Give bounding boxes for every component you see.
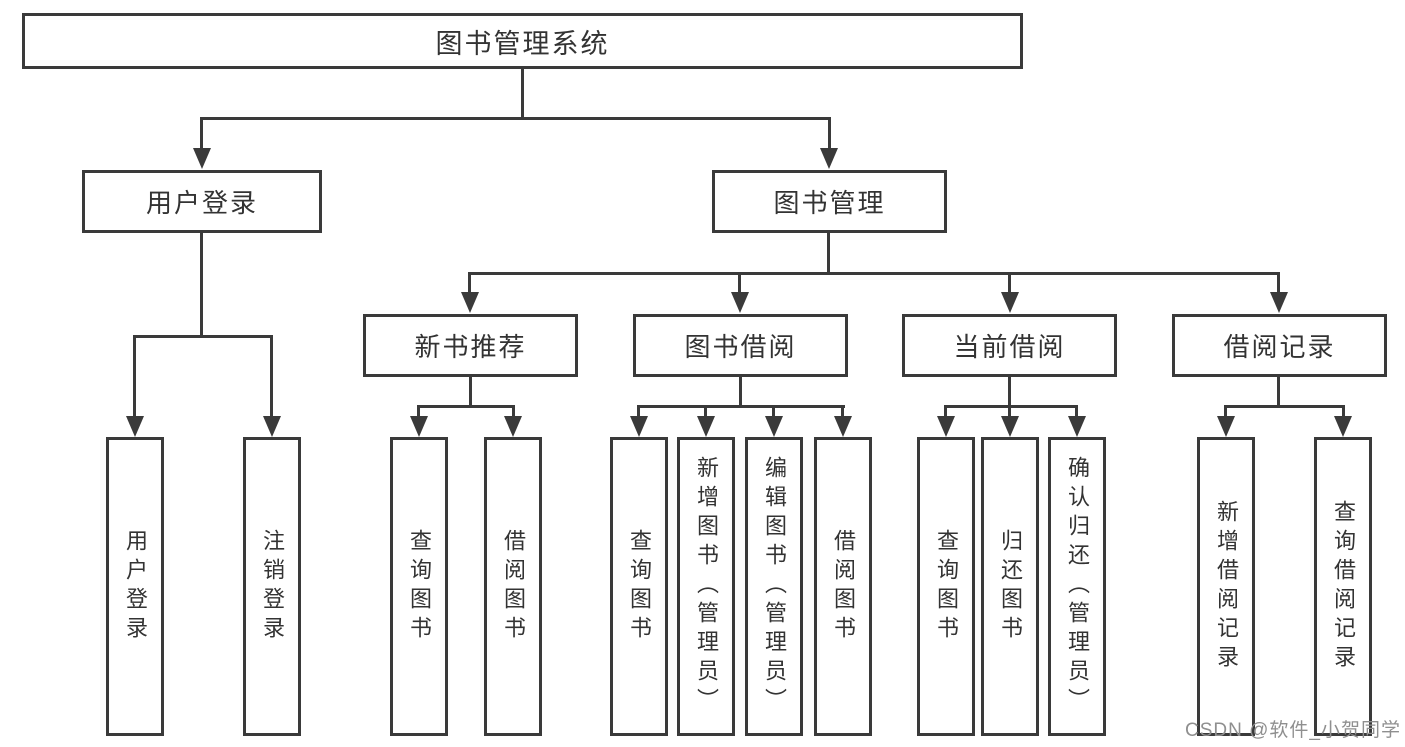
connector-rec-bar: [417, 405, 515, 408]
arrow-down-icon: [937, 416, 955, 437]
arrow-down-icon: [504, 416, 522, 437]
arrow-down-icon: [765, 416, 783, 437]
leaf-user-login: 用户登录: [106, 437, 164, 736]
connector-user-login-bar: [133, 335, 273, 338]
leaf-bb-borrow-book: 借阅图书: [814, 437, 872, 736]
arrow-down-icon: [193, 148, 211, 169]
node-current-borrowing: 当前借阅: [902, 314, 1117, 377]
connector-drop-cb-confirm: [1075, 405, 1078, 417]
connector-bb-bar: [637, 405, 845, 408]
connector-drop-book-borrow: [738, 272, 741, 293]
arrow-down-icon: [834, 416, 852, 437]
leaf-bb-query-book: 查询图书: [610, 437, 668, 736]
connector-book-mgmt-bar: [468, 272, 1280, 275]
connector-user-login-stem: [200, 233, 203, 338]
arrow-down-icon: [126, 416, 144, 437]
leaf-logout: 注销登录: [243, 437, 301, 736]
node-library-management-system: 图书管理系统: [22, 13, 1023, 69]
arrow-down-icon: [461, 292, 479, 313]
connector-br-bar: [1224, 405, 1345, 408]
connector-cb-bar: [944, 405, 1078, 408]
arrow-down-icon: [820, 148, 838, 169]
connector-drop-cb-return: [1008, 405, 1011, 417]
leaf-rec-query-book: 查询图书: [390, 437, 448, 736]
node-book-borrowing: 图书借阅: [633, 314, 848, 377]
connector-rec-stem: [469, 377, 472, 408]
leaf-bb-edit-book-admin: 编辑图书（管理员）: [745, 437, 803, 736]
connector-drop-bb-query: [637, 405, 640, 417]
node-borrowing-records: 借阅记录: [1172, 314, 1387, 377]
connector-cb-stem: [1008, 377, 1011, 408]
leaf-bb-add-book-admin: 新增图书（管理员）: [677, 437, 735, 736]
connector-root-stem: [521, 69, 524, 119]
leaf-rec-borrow-book: 借阅图书: [484, 437, 542, 736]
csdn-watermark: CSDN @软件_小贺同学: [1185, 720, 1401, 741]
connector-drop-borrow-record: [1277, 272, 1280, 293]
connector-drop-br-query: [1342, 405, 1345, 417]
arrow-down-icon: [1001, 416, 1019, 437]
connector-drop-bb-add: [704, 405, 707, 417]
connector-br-stem: [1277, 377, 1280, 408]
leaf-br-add-record: 新增借阅记录: [1197, 437, 1255, 736]
arrow-down-icon: [1068, 416, 1086, 437]
connector-drop-leaf-user-login: [133, 335, 136, 417]
connector-drop-br-add: [1224, 405, 1227, 417]
arrow-down-icon: [1334, 416, 1352, 437]
arrow-down-icon: [731, 292, 749, 313]
leaf-br-query-record: 查询借阅记录: [1314, 437, 1372, 736]
node-new-book-recommendation: 新书推荐: [363, 314, 578, 377]
connector-book-mgmt-stem: [827, 233, 830, 275]
connector-root-bar: [201, 117, 831, 120]
connector-drop-user-login: [200, 117, 203, 149]
connector-drop-bb-borrow: [841, 405, 844, 417]
connector-drop-current-borrow: [1008, 272, 1011, 293]
connector-bb-stem: [739, 377, 742, 408]
connector-drop-cb-query: [944, 405, 947, 417]
arrow-down-icon: [630, 416, 648, 437]
connector-drop-rec-borrow: [512, 405, 515, 417]
connector-drop-rec-query: [417, 405, 420, 417]
node-user-login: 用户登录: [82, 170, 322, 233]
arrow-down-icon: [697, 416, 715, 437]
node-book-management: 图书管理: [712, 170, 947, 233]
connector-drop-leaf-logout: [270, 335, 273, 417]
arrow-down-icon: [263, 416, 281, 437]
connector-drop-bb-edit: [772, 405, 775, 417]
leaf-cb-confirm-return-admin: 确认归还（管理员）: [1048, 437, 1106, 736]
leaf-cb-return-book: 归还图书: [981, 437, 1039, 736]
connector-drop-book-mgmt: [828, 117, 831, 149]
arrow-down-icon: [1217, 416, 1235, 437]
connector-drop-new-book-rec: [468, 272, 471, 293]
arrow-down-icon: [410, 416, 428, 437]
arrow-down-icon: [1001, 292, 1019, 313]
arrow-down-icon: [1270, 292, 1288, 313]
leaf-cb-query-book: 查询图书: [917, 437, 975, 736]
